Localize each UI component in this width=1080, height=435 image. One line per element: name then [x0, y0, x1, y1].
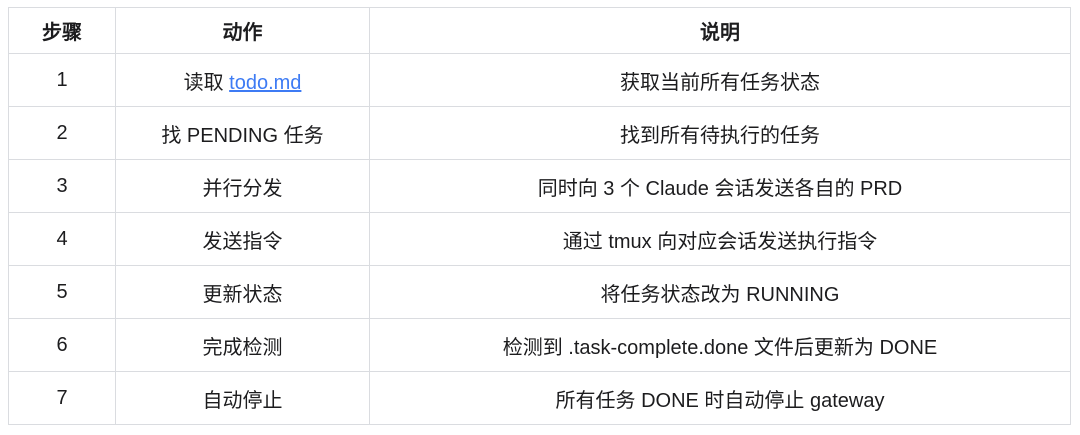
steps-table: 步骤 动作 说明 1 读取 todo.md 获取当前所有任务状态 2 找 PEN…: [8, 7, 1071, 425]
action-cell: 并行分发: [115, 159, 370, 213]
action-cell: 更新状态: [115, 265, 370, 319]
step-number-cell: 1: [8, 53, 116, 107]
table-row: 3 并行分发 同时向 3 个 Claude 会话发送各自的 PRD: [8, 159, 1071, 213]
table-row: 7 自动停止 所有任务 DONE 时自动停止 gateway: [8, 371, 1071, 425]
table-header: 步骤 动作 说明: [8, 7, 1071, 54]
column-header-step: 步骤: [8, 7, 116, 54]
description-cell: 检测到 .task-complete.done 文件后更新为 DONE: [369, 318, 1071, 372]
action-text: 读取: [183, 71, 230, 94]
table-row: 5 更新状态 将任务状态改为 RUNNING: [8, 265, 1071, 319]
column-header-description: 说明: [369, 7, 1071, 54]
step-number-cell: 3: [8, 159, 116, 213]
description-cell: 获取当前所有任务状态: [369, 53, 1071, 107]
step-number-cell: 4: [8, 212, 116, 266]
action-cell: 发送指令: [115, 212, 370, 266]
action-cell: 找 PENDING 任务: [115, 106, 370, 160]
description-cell: 通过 tmux 向对应会话发送执行指令: [369, 212, 1071, 266]
action-cell: 自动停止: [115, 371, 370, 425]
header-row: 步骤 动作 说明: [8, 7, 1071, 54]
description-cell: 找到所有待执行的任务: [369, 106, 1071, 160]
description-cell: 所有任务 DONE 时自动停止 gateway: [369, 371, 1071, 425]
step-number-cell: 6: [8, 318, 116, 372]
table-row: 6 完成检测 检测到 .task-complete.done 文件后更新为 DO…: [8, 318, 1071, 372]
step-number-cell: 5: [8, 265, 116, 319]
step-number-cell: 7: [8, 371, 116, 425]
step-number-cell: 2: [8, 106, 116, 160]
table-row: 1 读取 todo.md 获取当前所有任务状态: [8, 53, 1071, 107]
description-cell: 同时向 3 个 Claude 会话发送各自的 PRD: [369, 159, 1071, 213]
description-cell: 将任务状态改为 RUNNING: [369, 265, 1071, 319]
table-body: 1 读取 todo.md 获取当前所有任务状态 2 找 PENDING 任务 找…: [8, 53, 1071, 425]
todo-md-link[interactable]: todo.md: [229, 71, 302, 94]
action-cell: 读取 todo.md: [115, 53, 370, 107]
action-cell: 完成检测: [115, 318, 370, 372]
column-header-action: 动作: [115, 7, 370, 54]
table-row: 4 发送指令 通过 tmux 向对应会话发送执行指令: [8, 212, 1071, 266]
table-row: 2 找 PENDING 任务 找到所有待执行的任务: [8, 106, 1071, 160]
